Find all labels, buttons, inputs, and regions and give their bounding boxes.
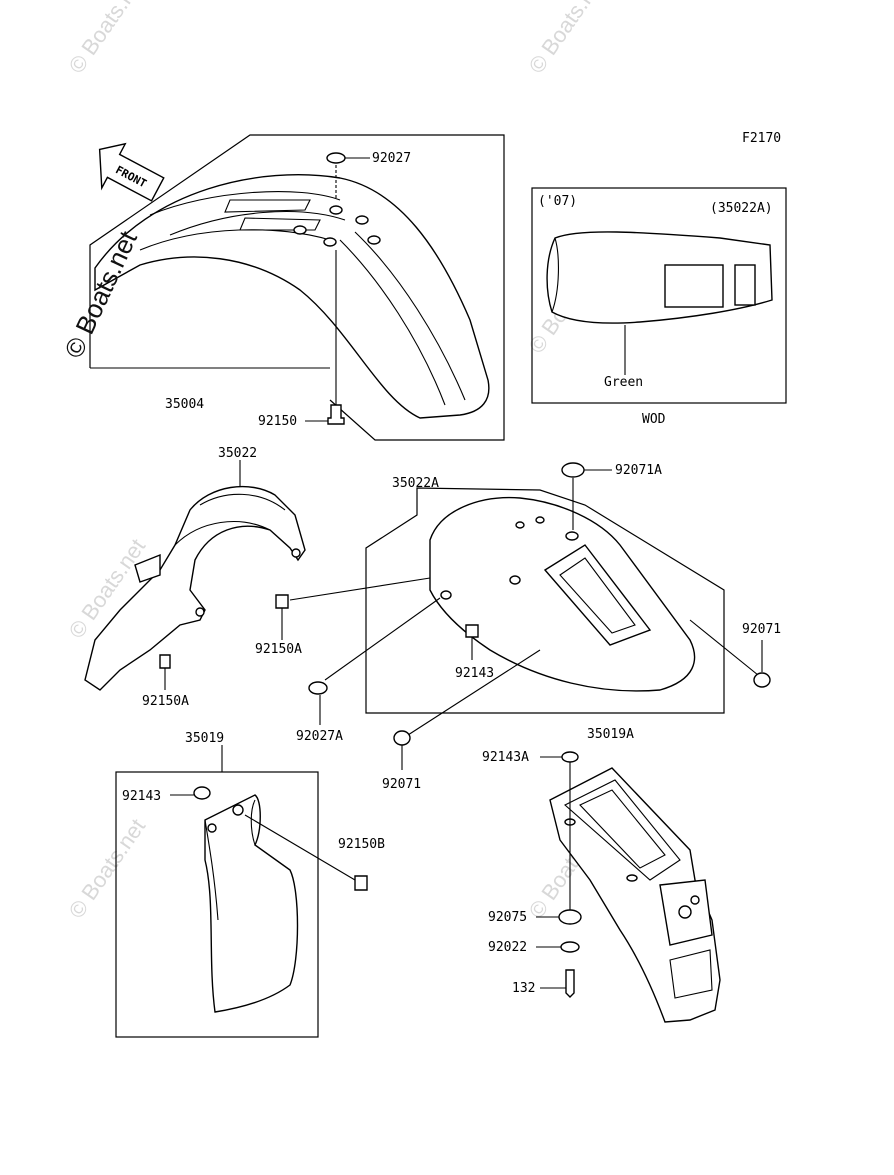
label-92143A: 92143A	[482, 750, 529, 765]
screw-132	[565, 969, 575, 998]
label-92075: 92075	[488, 910, 527, 925]
label-35022: 35022	[218, 446, 257, 461]
label-92027: 92027	[372, 151, 411, 166]
mud-flap-35019	[115, 745, 368, 1038]
label-92071-bottom: 92071	[382, 777, 421, 792]
inset-decal	[664, 264, 724, 308]
label-35004: 35004	[165, 397, 204, 412]
inner-fender-35022	[84, 460, 306, 691]
label-92071-right: 92071	[742, 622, 781, 637]
grommet-92075	[558, 909, 582, 925]
watermark: © Boats.net	[64, 0, 151, 78]
label-92150B: 92150B	[338, 837, 385, 852]
label-92150: 92150	[258, 414, 297, 429]
label-92150A-left: 92150A	[142, 694, 189, 709]
watermark: © Boats.net	[64, 814, 151, 923]
nut-92143	[465, 624, 479, 638]
inset-year: ('07)	[538, 194, 577, 209]
inset-frame	[531, 187, 787, 404]
label-35019A: 35019A	[587, 727, 634, 742]
inset-part: (35022A)	[710, 201, 773, 216]
watermark: © Boats.net	[524, 0, 611, 78]
bolt-92150A	[275, 594, 289, 609]
collar-92027A	[308, 681, 328, 695]
label-92150A-mid: 92150A	[255, 642, 302, 657]
inset-caption: WOD	[642, 412, 666, 427]
label-35022A: 35022A	[392, 476, 439, 491]
inset-box	[531, 187, 787, 404]
figure-code: F2170	[742, 131, 781, 146]
bolt-92143A	[561, 751, 579, 763]
watermark-main: © Boats.net	[58, 226, 143, 363]
front-arrow-icon: FRONT	[98, 142, 165, 202]
label-92143-mid: 92143	[455, 666, 494, 681]
grommet-92071-right	[753, 672, 771, 688]
watermark-pattern: © Boats.net © Boats.net © Boats.net © Bo…	[64, 0, 611, 923]
label-35019: 35019	[185, 731, 224, 746]
washer-92022	[560, 941, 580, 953]
washer-92027	[326, 152, 346, 164]
front-fender-outline	[89, 134, 505, 441]
label-92022: 92022	[488, 940, 527, 955]
label-132: 132	[512, 981, 535, 996]
inset-color-label: Green	[604, 375, 643, 390]
front-fender-group	[89, 134, 505, 441]
bolt-92150	[327, 404, 345, 425]
grommet-92071-bottom	[393, 730, 411, 746]
rear-flap-35019A	[536, 751, 721, 1023]
nut-92143-left	[193, 786, 211, 800]
bolt-92150B	[354, 875, 368, 891]
label-92071A: 92071A	[615, 463, 662, 478]
rear-fender-35022A	[275, 462, 771, 770]
label-92143-left: 92143	[122, 789, 161, 804]
grommet-92071A	[561, 462, 585, 478]
label-92027A: 92027A	[296, 729, 343, 744]
front-fender-35004	[94, 174, 490, 419]
